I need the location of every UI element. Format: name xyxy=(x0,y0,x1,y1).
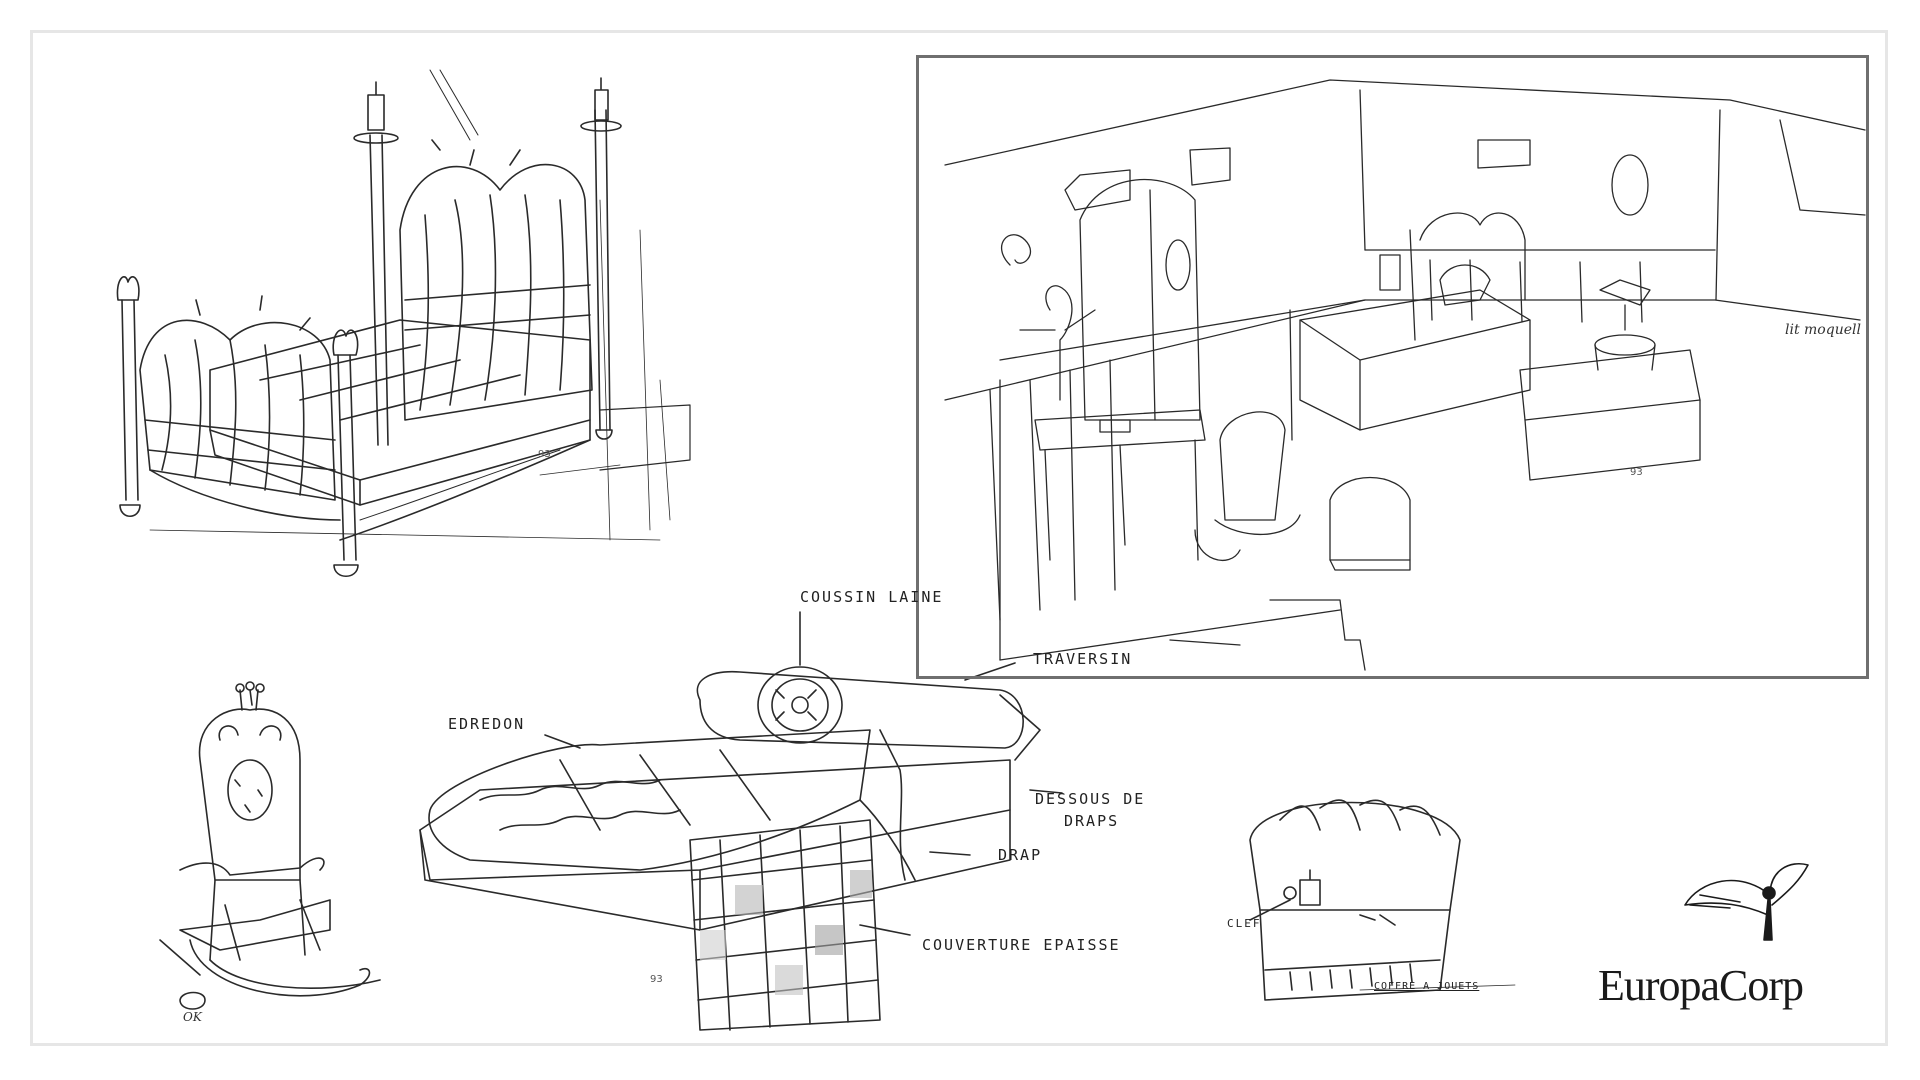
svg-text:93: 93 xyxy=(538,449,551,460)
label-traversin: TRAVERSIN xyxy=(1033,650,1133,668)
label-couverture-epaisse: COUVERTURE EPAISSE xyxy=(922,936,1121,954)
bedroom-perspective-sketch: 93 xyxy=(944,79,1866,671)
label-draps: DRAPS xyxy=(1064,812,1120,830)
iron-bed-sketch: 93 xyxy=(116,69,691,578)
label-drap: DRAP xyxy=(998,846,1043,864)
room-perspective-frame xyxy=(916,55,1869,679)
winged-figure-icon xyxy=(1684,863,1809,941)
label-coffre-a-jouets: COFFRE A JOUETS xyxy=(1374,981,1480,992)
label-clef: CLEF xyxy=(1227,917,1262,930)
svg-text:93: 93 xyxy=(1630,467,1643,478)
svg-text:93: 93 xyxy=(650,974,663,985)
label-edredon: EDREDON xyxy=(448,715,526,733)
label-ok: OK xyxy=(183,1010,202,1024)
sketch-sheet xyxy=(30,30,1888,1046)
label-lit-moquell: lit moquell xyxy=(1785,322,1861,338)
rocking-chair-sketch xyxy=(159,681,381,1010)
label-dessous-de: DESSOUS DE xyxy=(1035,790,1146,808)
label-coussin-laine: COUSSIN LAINE xyxy=(800,588,944,606)
europacorp-logo: EuropaCorp xyxy=(1598,961,1804,1010)
toy-chest-sketch xyxy=(1249,799,1516,1001)
bedding-detail-sketch: 93 xyxy=(419,611,1063,1031)
